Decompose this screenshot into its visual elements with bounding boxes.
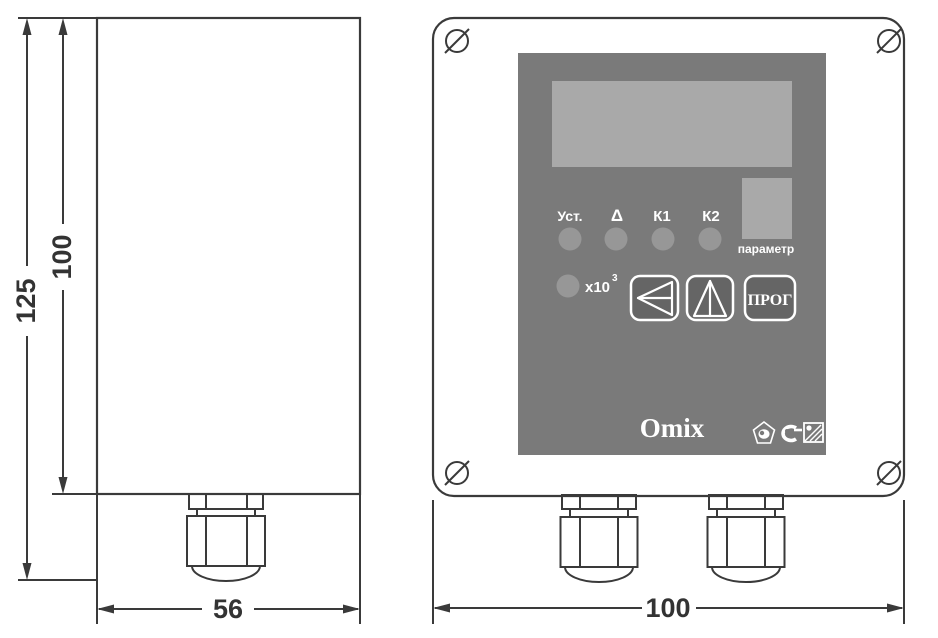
arrowhead-right-icon: [887, 603, 904, 613]
prog-button: ПРОГ: [743, 274, 797, 322]
front-cable-gland-right-icon: [706, 494, 786, 583]
multiplier-exponent: 3: [612, 273, 618, 284]
indicator-label-delta: Δ: [611, 206, 623, 225]
dimension-125: 125: [11, 18, 41, 580]
dim-label-total-height: 125: [11, 278, 41, 323]
parameter-label: параметр: [738, 242, 795, 256]
brand-logo: Omix: [640, 413, 705, 443]
arrowhead-down-icon: [58, 477, 68, 494]
dimension-100-side: 100: [47, 18, 77, 494]
cert-rst-icon: [781, 424, 802, 443]
arrowhead-left-icon: [97, 604, 114, 614]
multiplier-label: x10: [585, 279, 610, 296]
front-view: параметр Уст. Δ К1 К2 x10 3: [431, 16, 906, 624]
indicator-label-k2: К2: [702, 208, 720, 225]
dimension-56: 56: [97, 594, 360, 624]
dimension-100-front: 100: [433, 593, 904, 623]
up-arrow-button: [685, 274, 735, 322]
arrowhead-right-icon: [343, 604, 360, 614]
left-arrow-icon: [636, 280, 674, 317]
arrowhead-up-icon: [22, 18, 32, 35]
screw-bottom-right-icon: [876, 460, 902, 486]
led-ust-icon: [558, 227, 582, 251]
screw-top-left-icon: [444, 28, 470, 54]
led-k2-icon: [698, 227, 722, 251]
led-x10-icon: [556, 274, 580, 298]
cert-pentagon-icon: [752, 420, 776, 444]
arrowhead-down-icon: [22, 563, 32, 580]
prog-button-label: ПРОГ: [748, 292, 793, 309]
dim-label-body-height: 100: [47, 234, 77, 279]
side-view: 125 100 56: [11, 16, 362, 624]
parameter-window: [742, 178, 792, 239]
indicator-label-ust: Уст.: [557, 208, 582, 224]
led-delta-icon: [604, 227, 628, 251]
up-arrow-icon: [692, 279, 728, 318]
left-arrow-button: [629, 274, 680, 322]
display: [552, 81, 792, 167]
led-k1-icon: [651, 227, 675, 251]
screw-top-right-icon: [876, 28, 902, 54]
side-cable-gland-icon: [186, 493, 266, 582]
screw-bottom-left-icon: [444, 460, 470, 486]
indicator-label-k1: К1: [653, 208, 671, 225]
dim-label-side-width: 56: [213, 594, 243, 624]
arrowhead-left-icon: [433, 603, 450, 613]
arrowhead-up-icon: [58, 18, 68, 35]
front-cable-gland-left-icon: [559, 494, 639, 583]
cert-hatched-square-icon: [803, 422, 824, 443]
dim-label-front-width: 100: [645, 593, 690, 623]
side-view-body: [95, 16, 362, 496]
